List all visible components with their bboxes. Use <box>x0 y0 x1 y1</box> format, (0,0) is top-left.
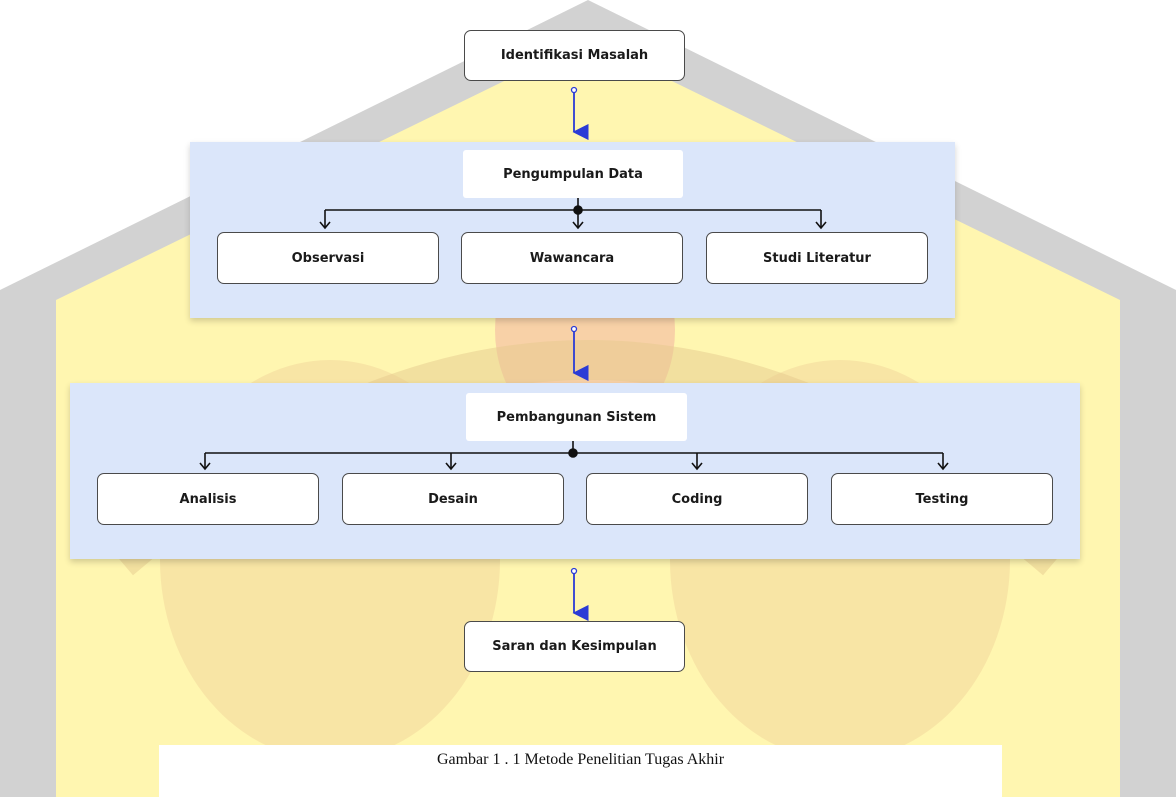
pembangunan-sistem-header: Pembangunan Sistem <box>466 393 687 441</box>
saran-kesimpulan-box: Saran dan Kesimpulan <box>464 621 685 672</box>
testing-box: Testing <box>831 473 1053 525</box>
studi-literatur-box: Studi Literatur <box>706 232 928 284</box>
desain-box: Desain <box>342 473 564 525</box>
analisis-box: Analisis <box>97 473 319 525</box>
figure-caption: Gambar 1 . 1 Metode Penelitian Tugas Akh… <box>159 745 1002 797</box>
coding-box: Coding <box>586 473 808 525</box>
pengumpulan-data-header: Pengumpulan Data <box>463 150 683 198</box>
wawancara-box: Wawancara <box>461 232 683 284</box>
observasi-box: Observasi <box>217 232 439 284</box>
identifikasi-masalah-box: Identifikasi Masalah <box>464 30 685 81</box>
